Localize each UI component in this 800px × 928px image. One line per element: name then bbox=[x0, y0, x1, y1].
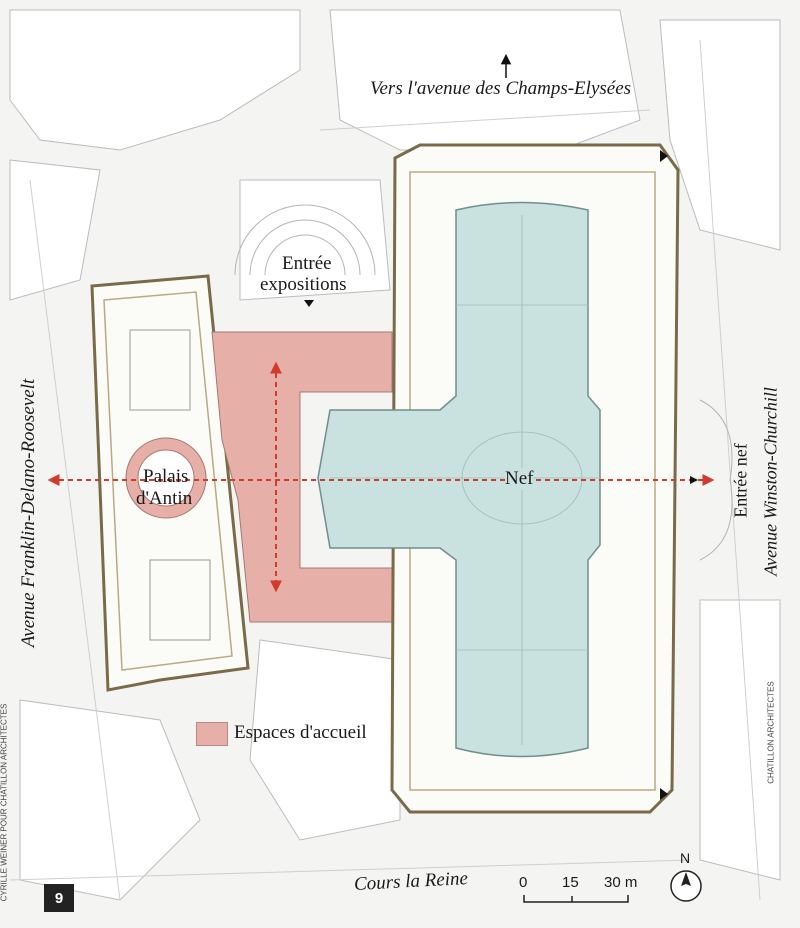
north-compass bbox=[670, 870, 702, 902]
entrance-markers bbox=[304, 150, 698, 800]
label-palais-line2: d'Antin bbox=[136, 488, 193, 509]
label-entree-expositions-line2: expositions bbox=[260, 274, 347, 295]
credit-left: CYRILLE WEINER POUR CHATILLON ARCHITECTE… bbox=[0, 703, 9, 902]
figure-number-badge: 9 bbox=[44, 884, 74, 912]
scale-tick-30: 30 m bbox=[604, 874, 638, 891]
legend-swatch-reception bbox=[196, 722, 228, 746]
scale-tick-15: 15 bbox=[562, 874, 579, 891]
east-forecourt bbox=[699, 399, 733, 561]
scale-tick-0: 0 bbox=[519, 874, 528, 891]
avenues bbox=[9, 39, 761, 901]
legend-label-reception: Espaces d'accueil bbox=[234, 722, 367, 743]
credit-right: CHATILLON ARCHITECTES bbox=[766, 681, 776, 784]
label-nef: Nef bbox=[505, 468, 534, 490]
label-palais-line1: Palais bbox=[143, 466, 189, 487]
label-entree-nef: Entrée nef bbox=[730, 443, 751, 518]
surrounding-gardens bbox=[9, 9, 781, 901]
label-champs-elysees: Vers l'avenue des Champs-Elysées bbox=[370, 78, 632, 99]
north-label: N bbox=[680, 850, 691, 866]
label-avenue-franklin-roosevelt: Avenue Franklin-Delano-Roosevelt bbox=[18, 378, 39, 648]
label-avenue-winston-churchill: Avenue Winston-Churchill bbox=[760, 387, 781, 576]
exhibition-entrance-court bbox=[234, 204, 376, 276]
label-entree-expositions-line1: Entrée bbox=[282, 253, 332, 274]
scale-bar bbox=[523, 895, 629, 903]
